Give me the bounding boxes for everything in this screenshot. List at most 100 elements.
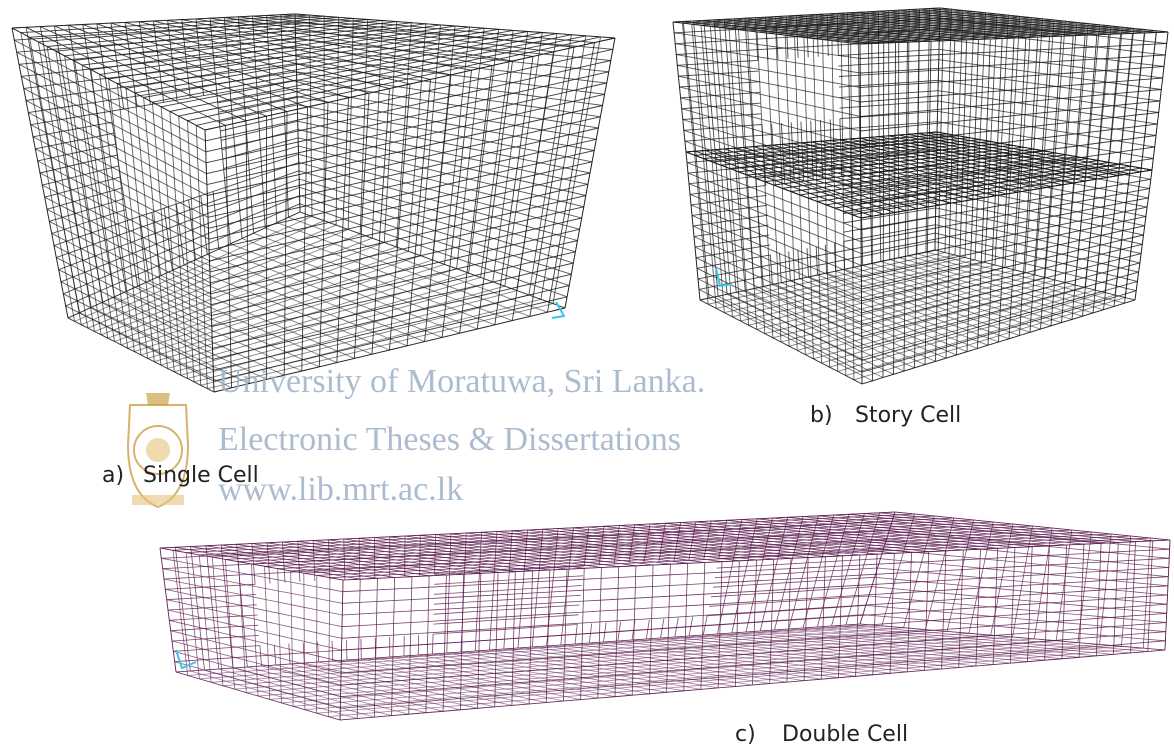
mesh-line <box>272 70 292 75</box>
mesh-line <box>242 316 258 323</box>
mesh-line <box>141 60 158 64</box>
mesh-line <box>490 80 493 91</box>
mesh-line <box>239 43 242 53</box>
mesh-line <box>76 224 85 229</box>
mesh-line <box>538 43 542 54</box>
mesh-line <box>104 173 113 179</box>
mesh-line <box>555 131 570 136</box>
mesh-line <box>548 86 563 90</box>
mesh-line <box>452 54 467 58</box>
mesh-line <box>61 216 65 229</box>
mesh-line <box>66 208 70 221</box>
mesh-line <box>293 20 308 24</box>
mesh-line <box>453 54 474 60</box>
mesh-line <box>450 74 465 77</box>
mesh-line <box>580 40 595 44</box>
mesh-line <box>259 375 267 380</box>
mesh-line <box>173 167 175 179</box>
mesh-line <box>392 76 395 87</box>
mesh-line <box>32 136 36 149</box>
mesh-line <box>159 69 174 73</box>
mesh-line <box>286 30 300 34</box>
mesh-line <box>114 341 122 346</box>
mesh-line <box>275 41 292 45</box>
mesh-line <box>228 321 244 327</box>
mesh-line <box>473 54 487 58</box>
mesh-line <box>340 48 359 53</box>
mesh-line <box>582 136 597 140</box>
mesh-line <box>500 294 513 300</box>
mesh-line <box>292 267 304 273</box>
mesh-line <box>261 250 275 257</box>
mesh-line <box>197 36 212 39</box>
mesh-line <box>541 129 556 133</box>
mesh-line <box>580 68 595 71</box>
mesh-line <box>408 50 410 61</box>
mesh-line <box>427 159 430 170</box>
mesh-line <box>227 63 230 73</box>
mesh-line <box>446 113 461 117</box>
mesh-line <box>236 329 246 335</box>
mesh-line <box>174 177 183 183</box>
mesh-line <box>138 137 148 144</box>
mesh-line <box>396 228 399 238</box>
mesh-line <box>175 90 178 101</box>
mesh-line <box>237 99 258 105</box>
mesh-line <box>83 76 86 89</box>
mesh-line <box>473 232 487 237</box>
mesh-line <box>146 71 160 74</box>
mesh-line <box>378 333 388 339</box>
mesh-line <box>144 108 147 121</box>
mesh-line <box>382 246 397 253</box>
mesh-line <box>147 322 156 328</box>
mesh-line <box>199 98 209 105</box>
mesh-line <box>162 296 171 302</box>
mesh-line <box>281 38 296 41</box>
mesh-line <box>150 66 161 72</box>
mesh-line <box>60 281 64 294</box>
mesh-line <box>495 163 509 168</box>
mesh-line <box>198 191 200 203</box>
mesh-line <box>89 58 99 64</box>
mesh-line <box>594 59 597 71</box>
mesh-line <box>221 334 231 339</box>
mesh-line <box>228 81 231 92</box>
mesh-line <box>161 93 172 100</box>
mesh-line <box>475 201 478 213</box>
mesh-line <box>366 265 378 271</box>
mesh-line <box>276 281 287 287</box>
mesh-line <box>78 192 81 205</box>
mesh-line <box>433 286 450 292</box>
mesh-line <box>249 291 259 297</box>
mesh-line <box>283 71 297 75</box>
mesh-line <box>240 214 253 221</box>
mesh-line <box>283 87 297 92</box>
mesh-line <box>110 22 122 27</box>
mesh-line <box>404 328 422 335</box>
mesh-line <box>200 30 216 33</box>
mesh-line <box>60 173 64 186</box>
mesh-line <box>574 90 577 102</box>
mesh-line <box>433 101 448 105</box>
mesh-line <box>332 247 346 254</box>
mesh-line <box>115 55 118 67</box>
mesh-line <box>86 100 90 112</box>
mesh-line <box>155 41 158 52</box>
mesh-line <box>421 245 434 251</box>
mesh-line <box>206 377 208 389</box>
mesh-line <box>338 16 354 19</box>
mesh-line <box>366 77 387 83</box>
mesh-line <box>152 89 163 95</box>
mesh-line <box>175 87 190 91</box>
mesh-line <box>72 157 76 170</box>
mesh-line <box>213 196 227 202</box>
mesh-line <box>50 113 54 126</box>
mesh-line <box>121 98 125 110</box>
mesh-line <box>564 236 578 241</box>
mesh-line <box>410 203 413 214</box>
mesh-line <box>116 212 119 225</box>
mesh-line <box>98 35 114 38</box>
mesh-line <box>182 29 185 40</box>
mesh-line <box>22 44 26 57</box>
mesh-line <box>420 245 422 256</box>
